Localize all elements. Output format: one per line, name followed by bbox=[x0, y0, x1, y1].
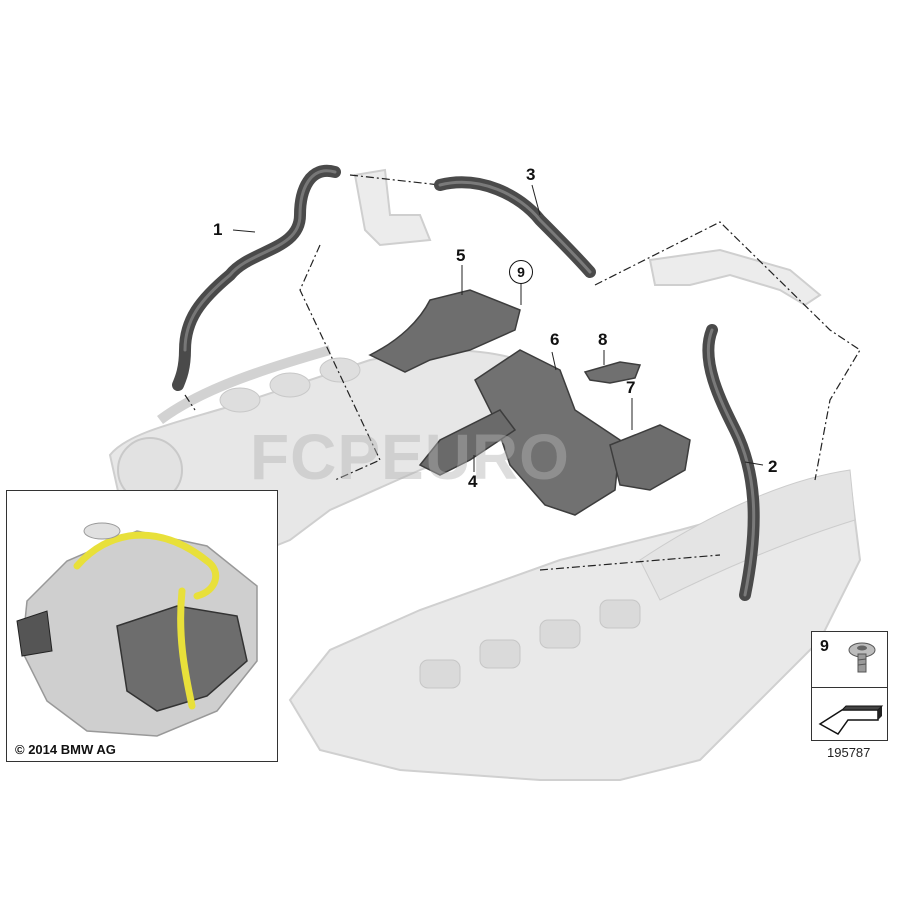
inset-highlight-hoses bbox=[73, 531, 220, 710]
callout-1: 1 bbox=[213, 220, 223, 239]
ghost-port-b bbox=[269, 372, 311, 398]
ghost-cylinder-2 bbox=[479, 639, 521, 669]
callout-6: 6 bbox=[550, 330, 560, 349]
inset-engine-overview: © 2014 BMW AG bbox=[6, 490, 278, 762]
inset-engine-drawing bbox=[16, 522, 258, 737]
inset-top-pipe bbox=[83, 522, 121, 540]
part-8-clip bbox=[583, 361, 642, 384]
diagram-reference-number: 195787 bbox=[827, 745, 871, 760]
callout-8: 8 bbox=[598, 330, 608, 349]
hardware-legend: 9 bbox=[811, 631, 888, 741]
ghost-valve-top bbox=[353, 168, 432, 247]
watermark-logo: FCPEURO bbox=[250, 421, 570, 493]
inset-left-bracket bbox=[16, 610, 53, 657]
part-6-heat-shield bbox=[474, 349, 621, 516]
callout-3: 3 bbox=[526, 165, 536, 184]
hose-3-highlight bbox=[438, 180, 592, 274]
assembly-line-b bbox=[594, 221, 861, 481]
part-5-cover bbox=[368, 289, 521, 373]
ghost-tee-pipe-right bbox=[648, 248, 822, 307]
callout-4: 4 bbox=[468, 472, 478, 491]
hose-1-highlight bbox=[183, 169, 337, 352]
leader-lines bbox=[232, 184, 764, 472]
assembly-line-c bbox=[299, 244, 381, 481]
screw-icon bbox=[848, 642, 876, 673]
assembly-line-e bbox=[184, 394, 196, 411]
callout-7: 7 bbox=[626, 378, 636, 397]
part-4-bracket bbox=[418, 409, 517, 476]
ghost-port-a bbox=[219, 387, 261, 413]
callout-5: 5 bbox=[456, 246, 466, 265]
hose-2-highlight bbox=[706, 328, 756, 597]
callout-2: 2 bbox=[768, 457, 778, 476]
arrow-plate-icon bbox=[818, 705, 884, 735]
assembly-line-a bbox=[349, 174, 441, 186]
assembly-lines bbox=[184, 174, 861, 571]
leader-1 bbox=[232, 229, 256, 233]
leader-6 bbox=[551, 351, 557, 371]
leader-3 bbox=[531, 184, 541, 216]
ghost-runner-left bbox=[157, 345, 332, 425]
ghost-cylinder-1 bbox=[419, 659, 461, 689]
legend-part-number: 9 bbox=[820, 638, 829, 655]
ghost-cylinder-3 bbox=[539, 619, 581, 649]
ghost-cylinder-4 bbox=[599, 599, 641, 629]
assembly-line-d bbox=[539, 554, 721, 571]
ghost-port-c bbox=[319, 357, 361, 383]
part-7-shield bbox=[609, 424, 691, 491]
leader-2 bbox=[744, 461, 764, 466]
callout-9-circled: 9 bbox=[509, 260, 533, 284]
legend-part-cell: 9 bbox=[812, 632, 887, 688]
copyright-text: © 2014 BMW AG bbox=[15, 742, 116, 757]
